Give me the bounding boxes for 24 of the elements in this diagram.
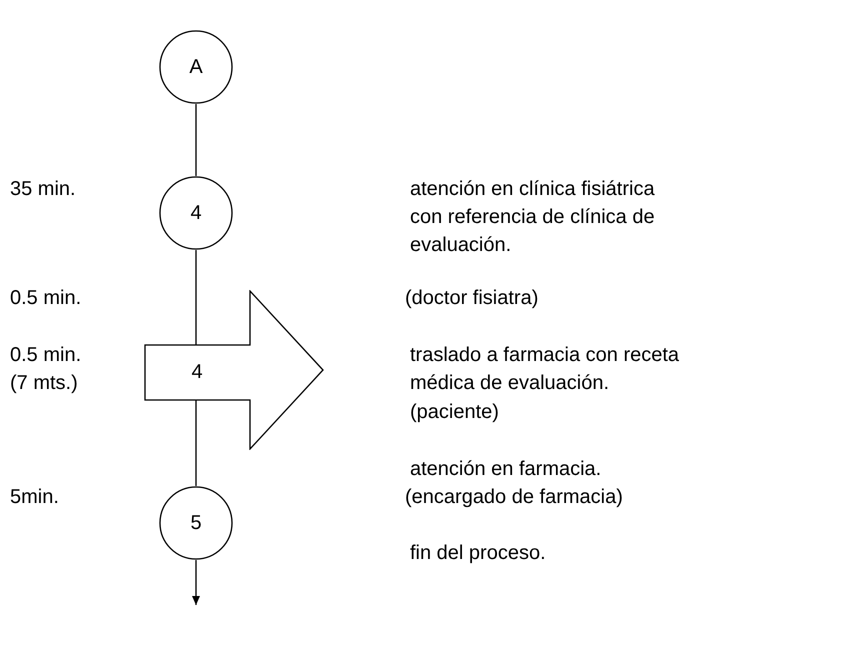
time-note: fin del proceso. (410, 541, 547, 566)
connector-line (195, 104, 197, 176)
node-number: 4 (189, 201, 203, 225)
step-note: traslado a farmacia con receta médica de evaluación. (410, 343, 680, 396)
step-note: 0.5 min. (10, 343, 82, 368)
step-note: atención en clínica fisiátrica con referencia de clínica de evaluación. (410, 177, 656, 258)
time-note: 0.5 min. (10, 286, 82, 311)
step-note: (doctor fisiatra) (405, 286, 540, 311)
time-note: 5min. (10, 485, 60, 510)
step-note: (encargado de farmacia) (405, 485, 624, 510)
node-number: A (188, 55, 204, 79)
node-number: 5 (189, 511, 203, 535)
operation-circle (159, 486, 233, 560)
operation-circle (159, 176, 233, 250)
operation-circle (159, 30, 233, 104)
connector-line (195, 250, 197, 345)
step-note: (7 mts.) (10, 371, 79, 396)
transport-arrow (144, 290, 324, 450)
arrow (192, 560, 200, 605)
connector-line (195, 400, 197, 486)
node-number: 4 (190, 360, 204, 384)
step-note: atención en farmacia. (410, 457, 602, 482)
time-note: 35 min. (10, 177, 77, 202)
step-note: (paciente) (410, 400, 500, 425)
